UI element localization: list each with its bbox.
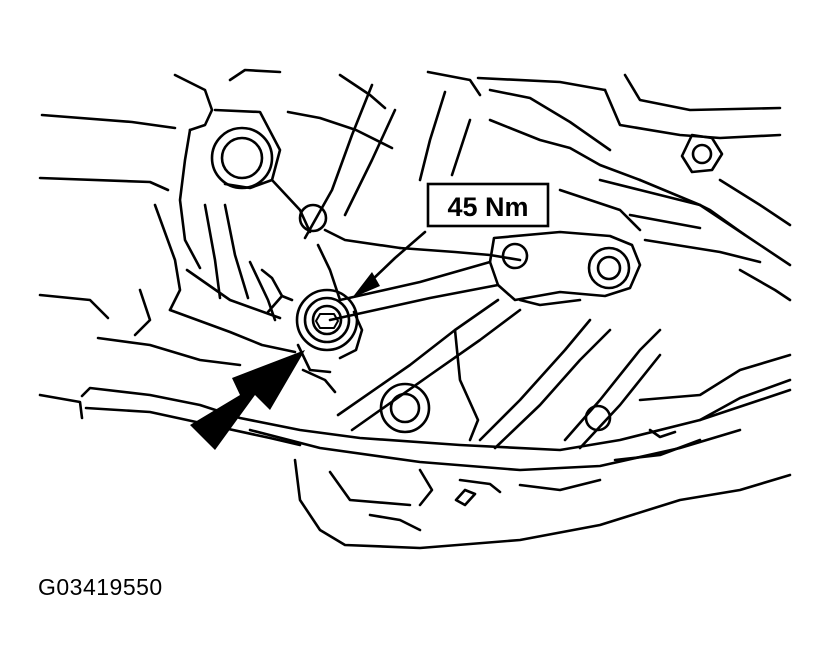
lower-pan bbox=[38, 353, 792, 550]
right-mount-bracket bbox=[488, 230, 642, 307]
bolt-head-icon bbox=[295, 288, 364, 394]
torque-label: 45 Nm bbox=[447, 192, 528, 222]
callout-leader-arrow bbox=[352, 230, 427, 298]
center-frame bbox=[286, 70, 522, 302]
upper-left-boss bbox=[210, 126, 402, 250]
figure-id: G03419550 bbox=[38, 574, 163, 600]
small-hex-bolt bbox=[680, 133, 724, 174]
lower-diagonal-ribs bbox=[328, 260, 662, 450]
torque-callout: 45 Nm bbox=[426, 182, 550, 228]
arrow-pointer-icon bbox=[190, 350, 305, 450]
left-bracket-ribs bbox=[185, 203, 294, 322]
lower-bosses bbox=[379, 382, 612, 434]
housing-left bbox=[38, 68, 297, 367]
housing-right bbox=[476, 73, 792, 302]
